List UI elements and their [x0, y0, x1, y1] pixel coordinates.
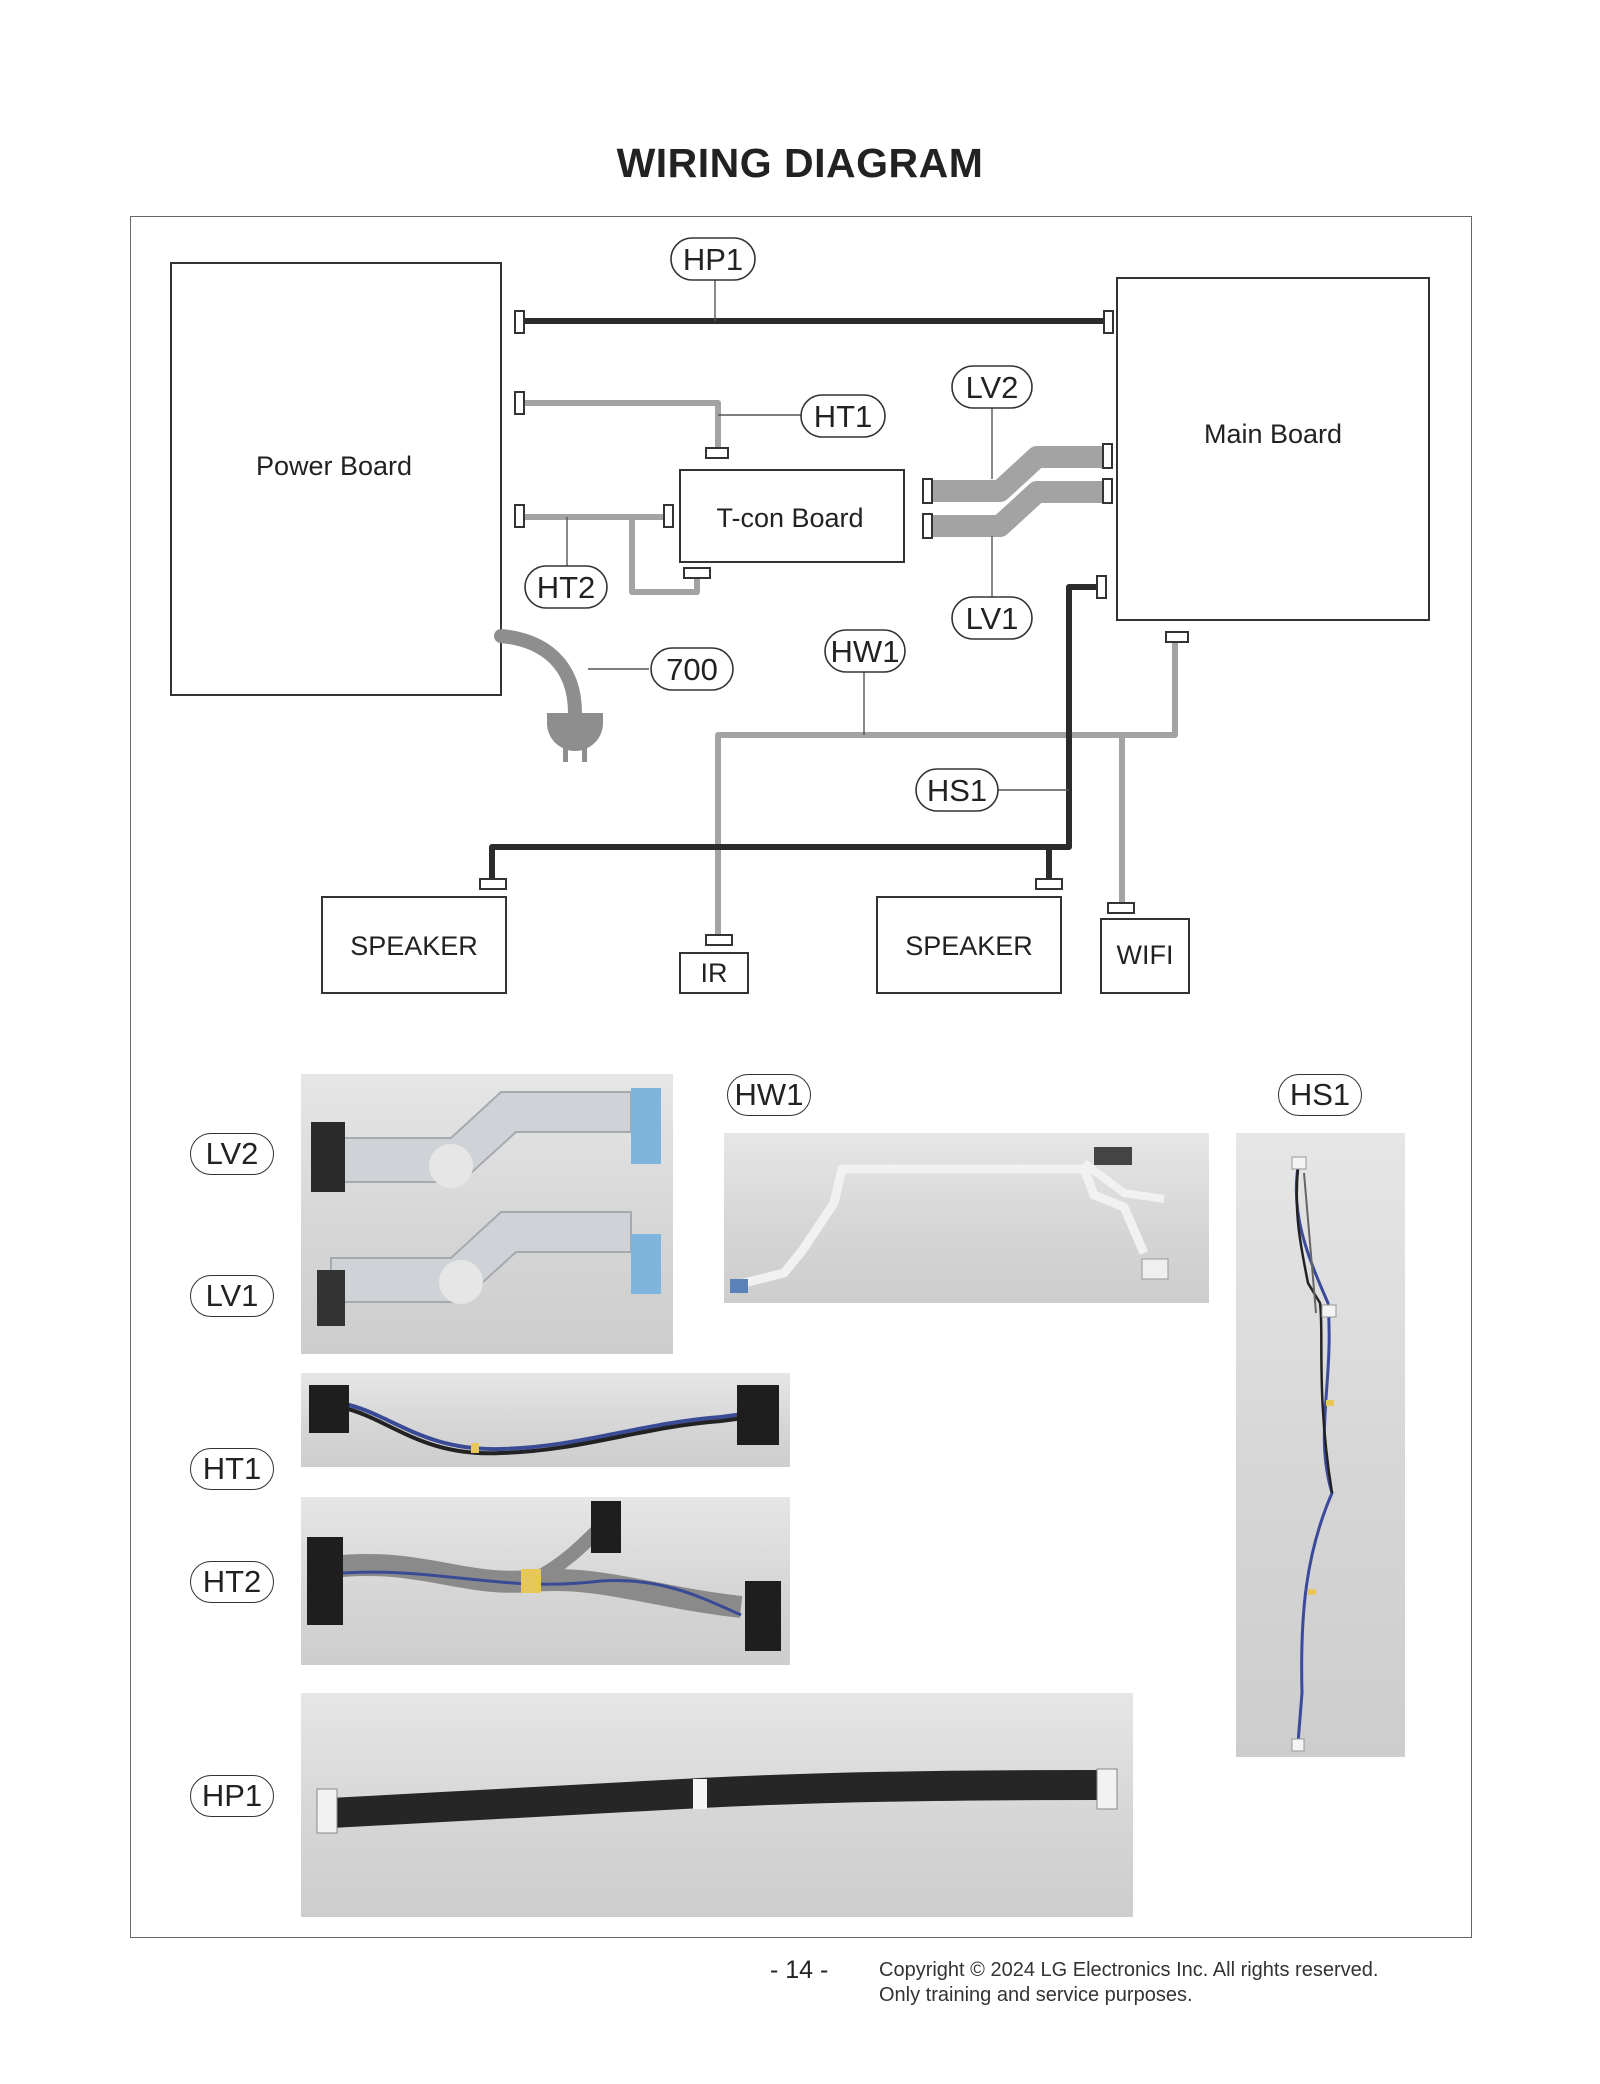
power-cord — [494, 629, 603, 762]
photo-tag-hs1: HS1 — [1278, 1074, 1362, 1116]
ht2-tag — [524, 565, 608, 609]
tcon-board-label: T-con Board — [716, 503, 863, 533]
photo-tag-ht1: HT1 — [190, 1448, 274, 1490]
hs1-cable — [489, 584, 1097, 878]
cord-tag — [650, 647, 734, 691]
hw1-tag — [824, 629, 906, 673]
copyright-line1: Copyright © 2024 LG Electronics Inc. All… — [879, 1959, 1379, 1981]
speaker-right-label: SPEAKER — [905, 931, 1033, 961]
lv2-label: LV2 — [966, 370, 1019, 405]
ht1-cable-photo — [301, 1373, 790, 1467]
diagram-frame — [130, 216, 1472, 1938]
ht2-cable-branch — [629, 517, 700, 595]
main-board: Main Board — [1116, 277, 1430, 621]
ir-box: IR — [679, 952, 749, 994]
hp1-label: HP1 — [683, 242, 743, 277]
tcon-board: T-con Board — [679, 469, 905, 563]
photo-tag-lv1: LV1 — [190, 1275, 274, 1317]
photo-tag-hw1: HW1 — [727, 1074, 811, 1116]
page-number: - 14 - — [770, 1956, 829, 1984]
hs1-cable-photo — [1236, 1133, 1405, 1757]
wifi-label: WIFI — [1117, 940, 1174, 970]
speaker-right-box: SPEAKER — [876, 896, 1062, 994]
page-title: WIRING DIAGRAM — [616, 140, 984, 186]
lv2-ribbon — [930, 446, 1103, 502]
speaker-left-box: SPEAKER — [321, 896, 507, 994]
power-board: Power Board — [170, 262, 502, 696]
hp1-cable-photo — [301, 1693, 1133, 1917]
ht2-label: HT2 — [537, 570, 596, 605]
connectors — [479, 310, 1189, 946]
wifi-box: WIFI — [1100, 918, 1190, 994]
lv-cables-photo — [301, 1074, 673, 1354]
ir-label: IR — [701, 958, 728, 988]
main-board-label: Main Board — [1204, 419, 1342, 449]
lv1-tag — [951, 596, 1033, 640]
photo-tag-ht2: HT2 — [190, 1561, 274, 1603]
ht1-tag — [800, 394, 886, 438]
ht1-cable — [524, 400, 721, 448]
photo-tag-lv2: LV2 — [190, 1133, 274, 1175]
copyright-notice: Copyright © 2024 LG Electronics Inc. All… — [879, 1958, 1378, 2008]
photo-tag-hp1: HP1 — [190, 1775, 274, 1817]
hw1-cable — [715, 642, 1178, 937]
hs1-tag — [915, 768, 999, 812]
hp1-tag — [670, 237, 756, 281]
hw1-cable-photo — [724, 1133, 1209, 1303]
power-cord-label: 700 — [666, 652, 718, 687]
lv2-tag — [951, 365, 1033, 409]
lv1-ribbon — [930, 481, 1103, 537]
ht2-cable-photo — [301, 1497, 790, 1665]
speaker-left-label: SPEAKER — [350, 931, 478, 961]
hs1-label: HS1 — [927, 773, 987, 808]
hw1-label: HW1 — [831, 634, 900, 669]
copyright-line2: Only training and service purposes. — [879, 1984, 1193, 2006]
power-board-label: Power Board — [256, 451, 412, 481]
wiring-diagram: Power Board Main Board T-con Board SPEAK… — [170, 237, 1430, 994]
ht1-label: HT1 — [814, 399, 873, 434]
lv1-label: LV1 — [966, 601, 1019, 636]
